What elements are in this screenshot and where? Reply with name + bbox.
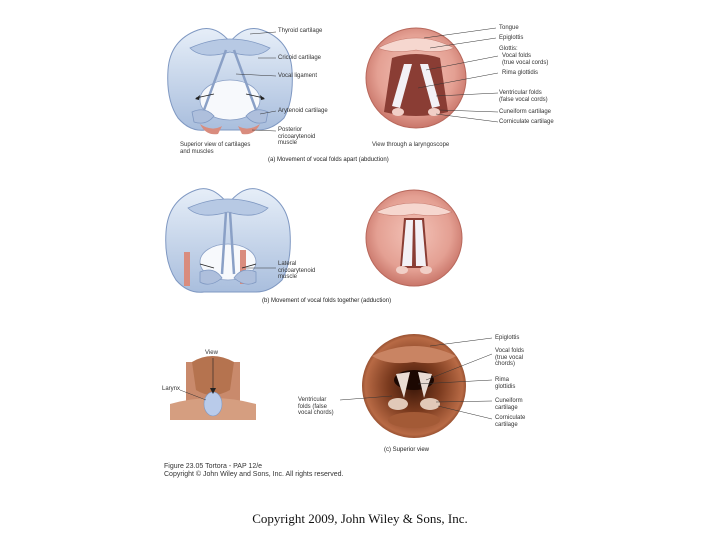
laryngoscope-view-b xyxy=(365,189,463,287)
label-vocal-folds-c: Vocal folds (true vocal chords) xyxy=(495,348,525,367)
label-posterior-cricoarytenoid-muscle: Posterior cricoarytenoid muscle xyxy=(278,127,316,146)
label-vocal-folds: Vocal folds (true vocal cords) xyxy=(502,53,549,66)
superior-view-photo xyxy=(362,334,466,438)
label-larynx: Larynx xyxy=(162,386,181,392)
label-epiglottis: Epiglottis xyxy=(499,35,524,41)
laryngoscope-view-a xyxy=(365,27,467,129)
label-rima-glottidis-c: Rima glottidis xyxy=(495,377,516,390)
leader-lines-c xyxy=(339,337,493,420)
label-arytenoid-cartilage: Arytenoid cartilage xyxy=(278,108,328,114)
label-corniculate-cartilage: Corniculate cartilage xyxy=(499,119,554,125)
label-epiglottis-c: Epiglottis xyxy=(495,335,520,341)
leader-lines-a-left xyxy=(235,31,277,132)
neck-illustration xyxy=(170,356,256,420)
label-cuneiform-cartilage: Cuneiform cartilage xyxy=(499,109,552,115)
label-ventricular-folds: Ventricular folds (false vocal cords) xyxy=(499,90,548,103)
cartilage-diagram-b xyxy=(165,188,291,293)
label-ventricular-folds-c: Ventricular folds (false vocal chords) xyxy=(298,397,334,416)
label-vocal-ligament: Vocal ligament xyxy=(278,73,318,79)
label-corniculate-cartilage-c: Corniculate cartilage xyxy=(495,415,526,428)
caption-laryngoscope-view: View through a laryngoscope xyxy=(372,142,450,148)
label-rima-glottidis: Rima glottidis xyxy=(502,70,539,76)
label-view: View xyxy=(205,350,218,356)
label-tongue: Tongue xyxy=(499,25,519,31)
cartilage-diagram-a xyxy=(167,28,293,135)
caption-panel-b: (b) Movement of vocal folds together (ad… xyxy=(262,298,392,304)
label-cricoid-cartilage: Cricoid cartilage xyxy=(278,55,322,61)
copyright-notice: Copyright 2009, John Wiley & Sons, Inc. xyxy=(252,511,468,526)
label-glottis: Glottis: xyxy=(499,46,518,52)
caption-superior-view-cartilages: Superior view of cartilages and muscles xyxy=(180,142,251,155)
label-cuneiform-cartilage-c: Cuneiform cartilage xyxy=(495,398,523,411)
label-lateral-cricoarytenoid-muscle: Lateral cricoarytenoid muscle xyxy=(278,261,316,280)
leader-lines-a-right xyxy=(417,27,499,123)
caption-panel-c: (c) Superior view xyxy=(384,447,430,453)
figure-caption: Figure 23.05 Tortora - PAP 12/e Copyrigh… xyxy=(164,463,344,478)
label-thyroid-cartilage: Thyroid cartilage xyxy=(278,28,323,34)
caption-panel-a: (a) Movement of vocal folds apart (abduc… xyxy=(268,157,389,163)
